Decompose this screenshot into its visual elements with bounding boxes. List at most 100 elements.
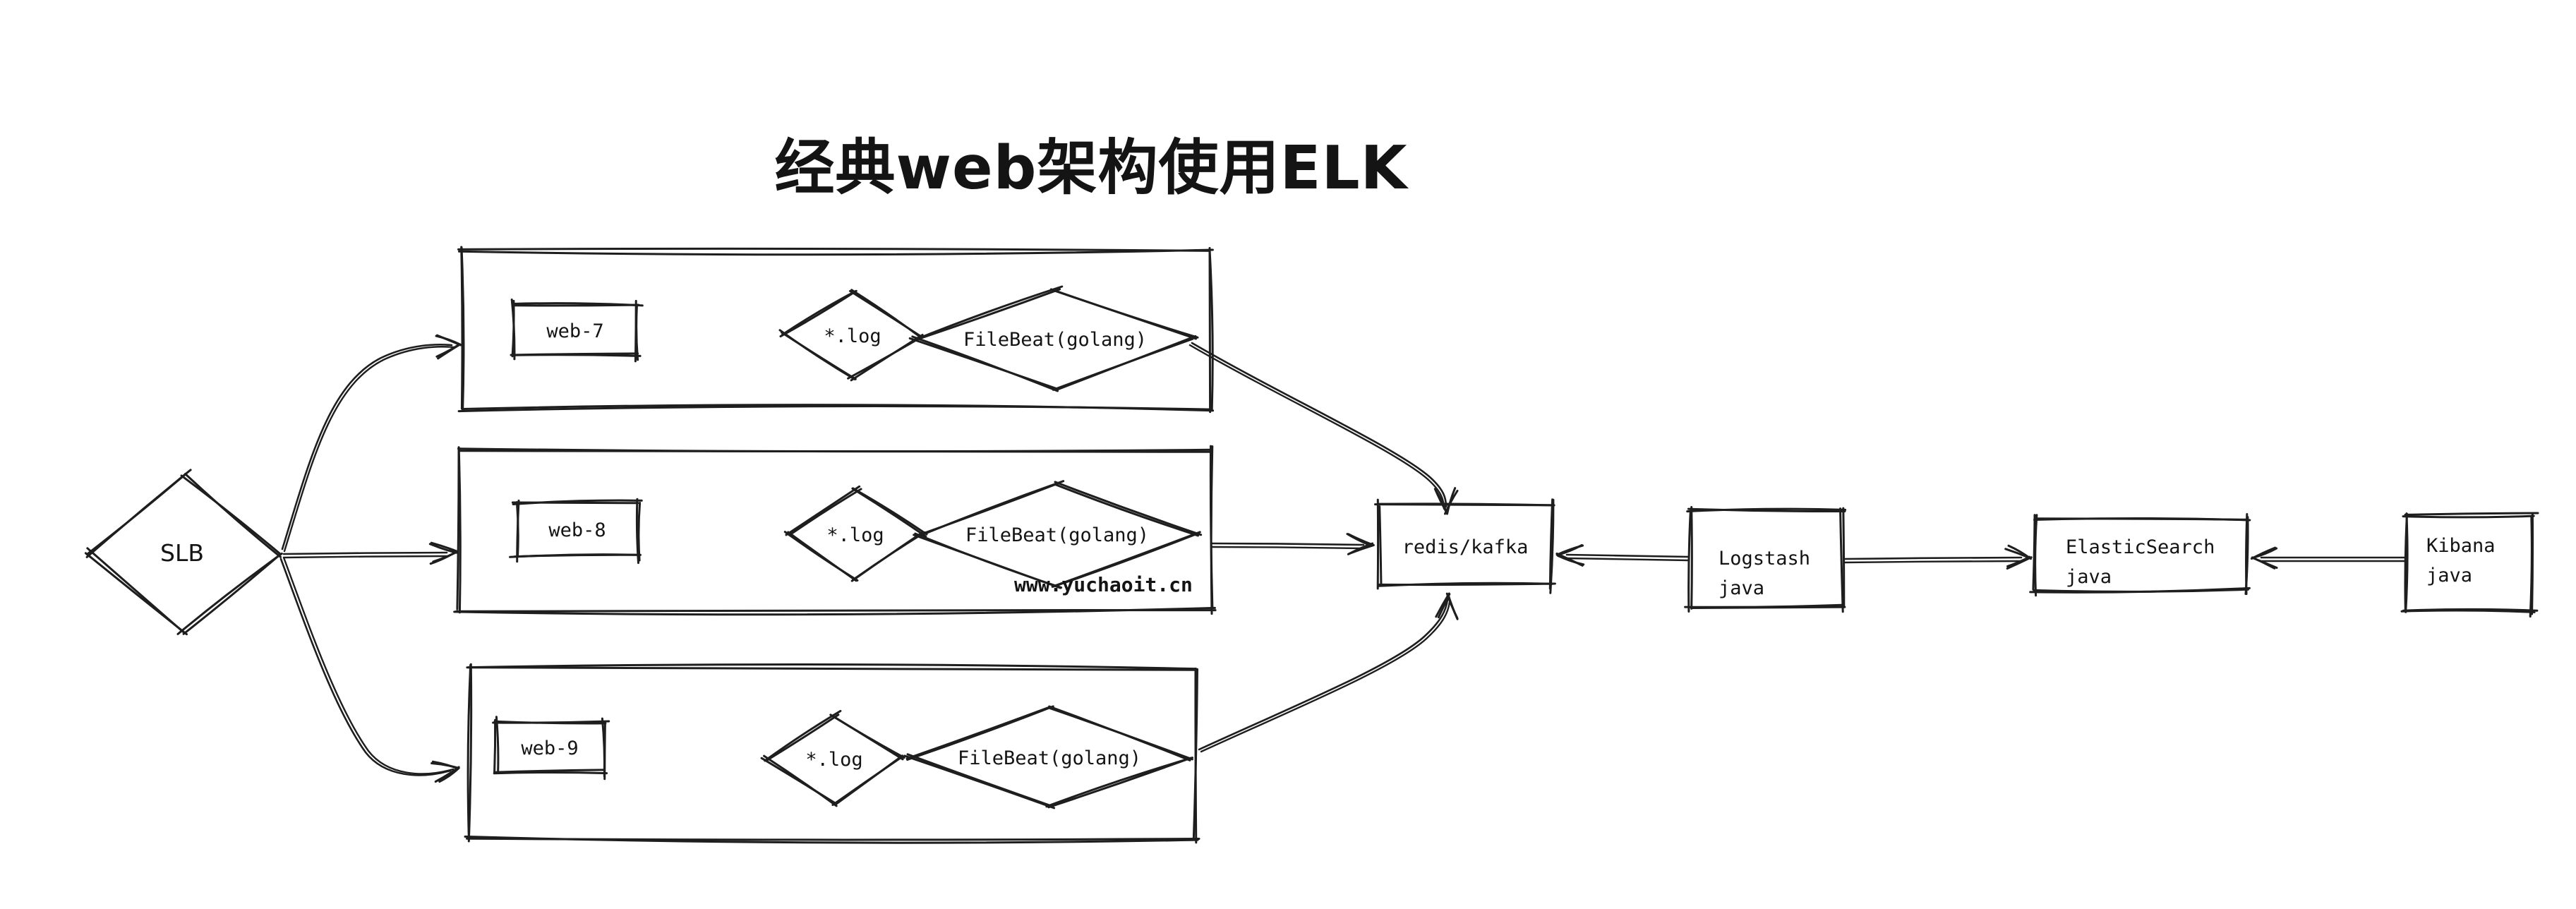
sketch-stroke	[493, 769, 605, 773]
sketch-stroke	[279, 558, 452, 776]
sketch-stroke	[2404, 512, 2539, 516]
sketch-stroke	[511, 303, 640, 307]
edge-slb-web8	[282, 541, 459, 565]
web7-filebeat-diamond	[908, 285, 1199, 392]
edge-slb-web9	[279, 556, 460, 783]
sketch-stroke	[1376, 582, 1556, 586]
sketch-stroke	[453, 606, 1216, 616]
node-elasticsearch: ElasticSearch java	[2029, 513, 2251, 597]
sketch-stroke	[458, 248, 1214, 256]
web9-server-box	[492, 716, 610, 781]
logstash-label-line2: java	[1719, 577, 1764, 599]
sketch-stroke	[1376, 502, 1553, 507]
edge-logstash-elasticsearch	[1843, 544, 2033, 570]
sketch-stroke	[1843, 560, 2023, 564]
slb-label: SLB	[160, 539, 204, 567]
sketch-stroke	[2400, 609, 2536, 613]
sketch-stroke	[510, 299, 516, 361]
web8-filebeat-diamond	[913, 480, 1203, 589]
edge-web7-filebeat-redis	[1188, 342, 1459, 515]
sketch-stroke	[2531, 513, 2534, 615]
sketch-stroke	[1565, 557, 1690, 562]
web9-group-box	[464, 663, 1200, 844]
sketch-stroke	[464, 835, 1199, 844]
sketch-stroke	[1191, 342, 1448, 508]
sketch-stroke	[1052, 532, 1199, 588]
sketch-stroke	[1548, 498, 1554, 590]
sketch-stroke	[1690, 606, 1846, 609]
sketch-stroke	[2033, 517, 2251, 522]
sketch-stroke	[914, 532, 1063, 589]
sketch-stroke	[511, 501, 639, 505]
web9-filebeat-label: FileBeat(golang)	[958, 747, 1141, 769]
web8-log-diamond	[783, 485, 928, 582]
kibana-box	[2400, 512, 2539, 618]
sketch-stroke	[1200, 601, 1451, 753]
elasticsearch-label-line2: java	[2066, 566, 2112, 588]
sketch-stroke	[2006, 556, 2033, 570]
sketch-stroke	[1843, 556, 2023, 560]
web7-server-box	[510, 299, 644, 363]
sketch-stroke	[912, 285, 1064, 342]
sketch-stroke	[495, 716, 500, 774]
sketch-stroke	[283, 346, 455, 553]
sketch-stroke	[1446, 487, 1457, 515]
sketch-stroke	[435, 335, 462, 347]
edges-layer	[279, 334, 2406, 783]
sketch-stroke	[1054, 483, 1199, 537]
sketch-stroke	[457, 449, 1212, 453]
sketch-stroke	[635, 498, 639, 565]
edge-logstash-redis	[1555, 543, 1690, 567]
sketch-stroke	[434, 766, 460, 783]
node-redis-kafka: redis/kafka	[1374, 498, 1556, 594]
sketch-stroke	[1556, 554, 1585, 566]
sketch-stroke	[1045, 757, 1193, 808]
watermark-text: www.yuchaoit.cn	[1014, 573, 1193, 596]
sketch-stroke	[466, 666, 1198, 671]
sketch-stroke	[831, 757, 901, 806]
edge-web9-filebeat-redis	[1198, 592, 1459, 753]
sketch-stroke	[766, 714, 840, 761]
sketch-stroke	[2244, 516, 2249, 595]
sketch-stroke	[462, 404, 1215, 412]
redis-kafka-box	[1374, 498, 1556, 594]
sketch-stroke	[1435, 592, 1450, 618]
sketch-stroke	[1687, 507, 1846, 513]
sketch-stroke	[282, 556, 455, 775]
node-web9-group: web-9 *.log FileBeat(golang)	[464, 663, 1200, 844]
sketch-stroke	[176, 552, 283, 635]
node-web7-group: web-7 *.log FileBeat(golang)	[457, 246, 1215, 414]
logstash-label-line1: Logstash	[1719, 548, 1810, 570]
sketch-stroke	[1049, 288, 1199, 339]
sketch-stroke	[852, 487, 928, 536]
sketch-stroke	[2033, 588, 2249, 593]
sketch-stroke	[760, 757, 837, 805]
sketch-stroke	[1378, 505, 1383, 587]
sketch-stroke	[778, 329, 856, 380]
web7-log-label: *.log	[824, 325, 881, 347]
sketch-stroke	[467, 663, 473, 843]
sketch-stroke	[908, 337, 1058, 390]
sketch-stroke	[2402, 514, 2535, 519]
sketch-stroke	[493, 720, 607, 725]
sketch-stroke	[1210, 546, 1365, 550]
node-kibana: Kibana java	[2400, 512, 2539, 618]
sketch-stroke	[510, 352, 639, 356]
sketch-stroke	[1839, 507, 1844, 613]
sketch-stroke	[915, 288, 1061, 341]
sketch-stroke	[281, 343, 453, 550]
sketch-stroke	[184, 473, 282, 558]
sketch-stroke	[457, 247, 1211, 252]
sketch-stroke	[850, 289, 922, 339]
sketch-stroke	[180, 474, 282, 555]
sketch-stroke	[430, 541, 458, 553]
edge-web8-redis	[1210, 533, 1375, 555]
node-slb: SLB	[84, 469, 283, 636]
web8-server-box	[509, 498, 643, 565]
node-logstash: Logstash java	[1684, 506, 1847, 613]
sketch-stroke	[637, 502, 642, 562]
web7-group-box	[457, 246, 1215, 414]
sketch-stroke	[428, 543, 458, 554]
sketch-stroke	[86, 547, 185, 634]
